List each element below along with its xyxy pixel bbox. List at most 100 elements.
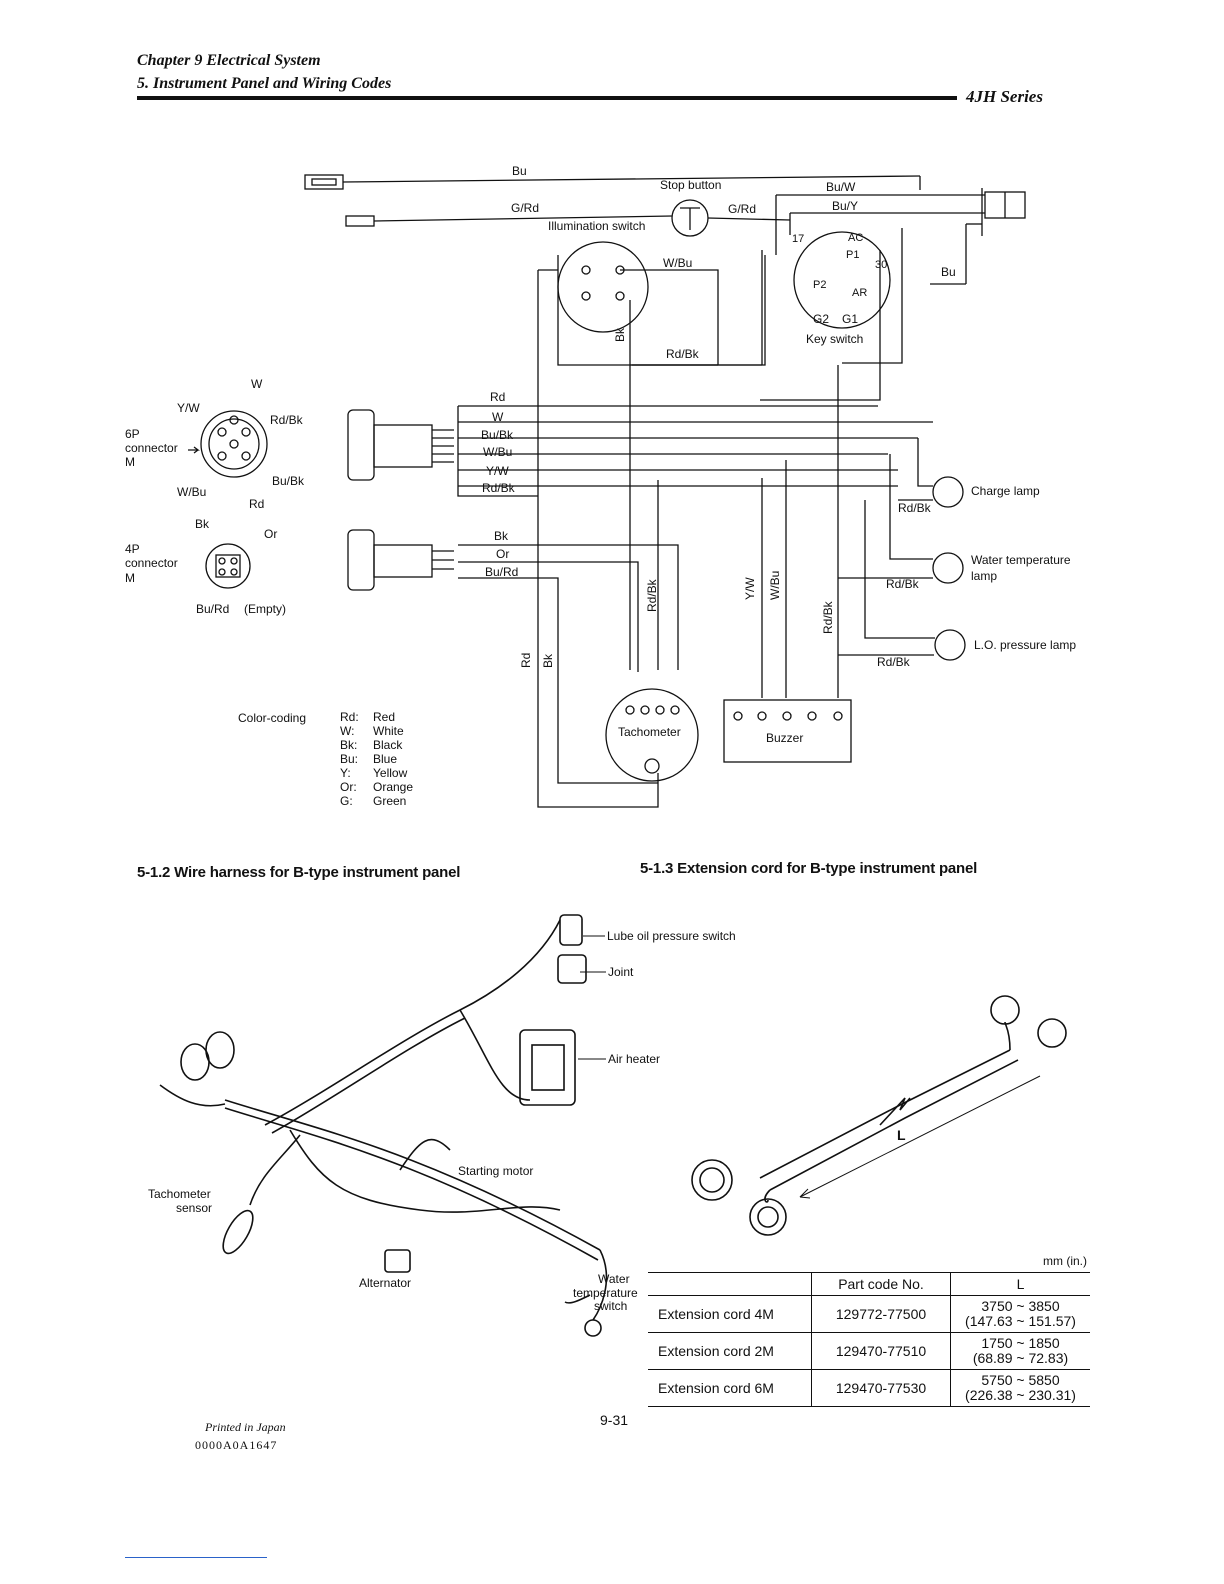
cc-code: W: bbox=[340, 724, 354, 738]
wire-label-bu: Bu bbox=[512, 164, 527, 178]
vlabel-rd: Rd bbox=[519, 653, 533, 668]
section-title: 5. Instrument Panel and Wiring Codes bbox=[137, 75, 392, 92]
lo-pressure-lamp-wire: Rd/Bk bbox=[877, 655, 911, 669]
cc-code: Y: bbox=[340, 766, 351, 780]
harness-6p-bubk: Bu/Bk bbox=[481, 428, 514, 442]
key-switch-label: Key switch bbox=[806, 332, 863, 346]
chapter-title: Chapter 9 Electrical System bbox=[137, 52, 321, 69]
cc-code: Or: bbox=[340, 780, 357, 794]
harness-6p-rdbk: Rd/Bk bbox=[482, 481, 516, 495]
cc-name: White bbox=[373, 724, 404, 738]
buzzer-label: Buzzer bbox=[766, 731, 803, 745]
extension-cord-table: Part code No. L Extension cord 4M 129772… bbox=[648, 1272, 1090, 1407]
wire-label-buy: Bu/Y bbox=[832, 199, 858, 213]
label-lube-oil: Lube oil pressure switch bbox=[607, 929, 736, 943]
printed-in-japan: Printed in Japan bbox=[205, 1420, 286, 1434]
section-title-harness: 5-1.2 Wire harness for B-type instrument… bbox=[137, 864, 461, 881]
tachometer-label: Tachometer bbox=[618, 725, 681, 739]
connector-6p-label-b: connector bbox=[125, 441, 178, 455]
label-starting-motor: Starting motor bbox=[458, 1164, 533, 1178]
cc-name: Green bbox=[373, 794, 406, 808]
connector-6p-symbol bbox=[200, 410, 268, 478]
cc-name: Red bbox=[373, 710, 395, 724]
harness-6p-w: W bbox=[492, 410, 504, 424]
cc-name: Black bbox=[373, 738, 403, 752]
table-row: Extension cord 6M 129470-77530 5750 ~ 58… bbox=[648, 1369, 1090, 1407]
vlabel-rdbk-2: Rd/Bk bbox=[821, 600, 835, 634]
cc-code: Rd: bbox=[340, 710, 359, 724]
color-coding-title: Color-coding bbox=[238, 711, 306, 725]
cord-length-mm: 5750 ~ 5850 bbox=[981, 1372, 1060, 1388]
label-tach-sensor-a: Tachometer bbox=[148, 1187, 211, 1201]
wire-label-grd: G/Rd bbox=[511, 201, 539, 215]
key-terminal-p2: P2 bbox=[813, 279, 826, 291]
pin-4p-bk: Bk bbox=[195, 517, 210, 531]
page-number: 9-31 bbox=[600, 1412, 629, 1428]
label-water-temp-c: switch bbox=[594, 1299, 627, 1313]
connector-4p-label-b: connector bbox=[125, 556, 178, 570]
connector-bu-inner bbox=[311, 178, 337, 186]
table-header-row: Part code No. L bbox=[648, 1272, 1090, 1296]
key-terminal-ar: AR bbox=[852, 287, 867, 299]
length-label: L bbox=[897, 1127, 906, 1143]
table-row: Extension cord 4M 129772-77500 3750 ~ 38… bbox=[648, 1295, 1090, 1333]
cord-length-in: (226.38 ~ 230.31) bbox=[965, 1387, 1076, 1403]
cord-length: 3750 ~ 3850(147.63 ~ 151.57) bbox=[950, 1295, 1090, 1333]
wire-label-grd-2: G/Rd bbox=[728, 202, 756, 216]
pin-6p-bubk: Bu/Bk bbox=[272, 474, 305, 488]
stop-button-label: Stop button bbox=[660, 178, 721, 192]
section-title-extension: 5-1.3 Extension cord for B-type instrume… bbox=[640, 860, 978, 877]
label-air-heater: Air heater bbox=[608, 1052, 660, 1066]
cc-code: G: bbox=[340, 794, 353, 808]
cord-name: Extension cord 2M bbox=[648, 1332, 812, 1370]
wire-label-bk: Bk bbox=[613, 327, 627, 342]
connector-4p-label-a: 4P bbox=[125, 542, 140, 556]
harness-4p-bk: Bk bbox=[494, 529, 509, 543]
plug-4p bbox=[347, 529, 375, 591]
cord-length-mm: 3750 ~ 3850 bbox=[981, 1298, 1060, 1314]
vlabel-rdbk-1: Rd/Bk bbox=[645, 578, 659, 612]
wire-harness-illustration bbox=[159, 914, 608, 1337]
harness-6p-yw: Y/W bbox=[486, 464, 509, 478]
table-header: L bbox=[950, 1272, 1090, 1296]
table-header: Part code No. bbox=[811, 1272, 951, 1296]
pin-4p-burd: Bu/Rd bbox=[196, 602, 229, 616]
cord-name: Extension cord 4M bbox=[648, 1295, 812, 1333]
water-temp-lamp bbox=[932, 552, 964, 584]
charge-lamp-label: Charge lamp bbox=[971, 484, 1040, 498]
pin-6p-wbu: W/Bu bbox=[177, 485, 206, 499]
cord-part: 129470-77510 bbox=[811, 1332, 951, 1370]
label-water-temp-b: temperature bbox=[573, 1286, 638, 1300]
wire-label-bu-2: Bu bbox=[941, 265, 956, 279]
table-row: Extension cord 2M 129470-77510 1750 ~ 18… bbox=[648, 1332, 1090, 1370]
connector-bu bbox=[304, 174, 344, 190]
wire-label-rdbk: Rd/Bk bbox=[666, 347, 700, 361]
bottom-rule bbox=[125, 1557, 267, 1558]
vlabel-bk: Bk bbox=[541, 653, 555, 668]
extension-cord-illustration bbox=[691, 995, 1067, 1236]
water-temp-lamp-label: Water temperature bbox=[971, 553, 1071, 567]
connector-6p-suffix: M bbox=[125, 455, 135, 469]
label-water-temp-a: Water bbox=[598, 1272, 630, 1286]
cord-part: 129470-77530 bbox=[811, 1369, 951, 1407]
cord-name: Extension cord 6M bbox=[648, 1369, 812, 1407]
pin-6p-yw: Y/W bbox=[177, 401, 200, 415]
cord-length-in: (147.63 ~ 151.57) bbox=[965, 1313, 1076, 1329]
table-header bbox=[648, 1272, 812, 1296]
label-tach-sensor-b: sensor bbox=[176, 1201, 212, 1215]
label-joint: Joint bbox=[608, 965, 634, 979]
buzzer bbox=[723, 699, 852, 763]
cc-name: Orange bbox=[373, 780, 413, 794]
illumination-switch bbox=[557, 241, 649, 333]
cc-name: Blue bbox=[373, 752, 397, 766]
lo-pressure-lamp bbox=[934, 629, 966, 661]
stop-button-symbol bbox=[680, 207, 700, 230]
harness-6p-wbu: W/Bu bbox=[483, 445, 512, 459]
connector-grd bbox=[345, 215, 375, 227]
series-label: 4JH Series bbox=[966, 87, 1043, 106]
header-rule bbox=[137, 96, 957, 100]
harness-6p-rd: Rd bbox=[490, 390, 505, 404]
harness-4p-burd: Bu/Rd bbox=[485, 565, 518, 579]
vlabel-wbu: W/Bu bbox=[768, 571, 782, 600]
